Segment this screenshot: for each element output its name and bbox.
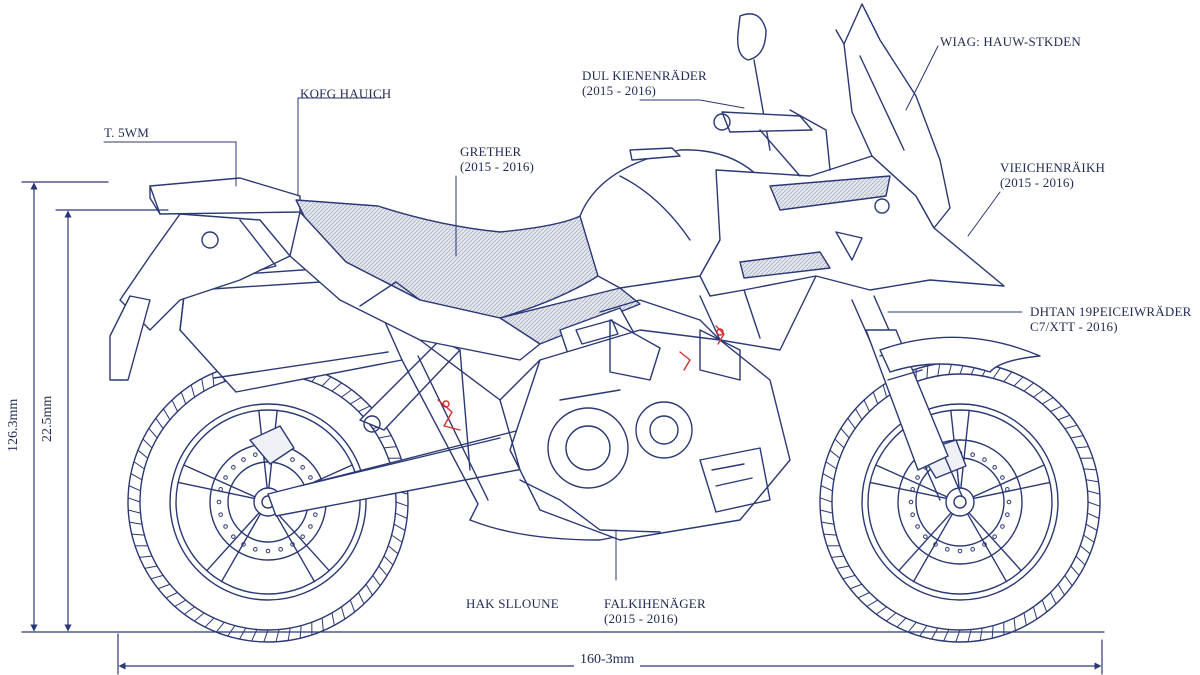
engine [509,299,791,541]
mirror [737,13,771,151]
seat-label-line1: GRETHER [460,144,522,159]
engine-label: FALKIHENÄGER (2015 - 2016) [604,596,706,626]
windscreen [835,3,951,229]
rear-rack [109,177,301,381]
handlebar-label: DUL KIENENRÄDER (2015 - 2016) [582,68,707,98]
fairing-label-line2: (2015 - 2016) [1000,175,1075,190]
seat-rear-label: KOFG HAUICH [300,86,392,101]
seat-label: GRETHER (2015 - 2016) [460,144,534,174]
fairing-label-line1: VIEICHENRÄIKH [1000,160,1106,175]
height-seat-dimension: 22.5mm [40,395,55,442]
rack-label: T. 5WM [104,125,150,140]
handlebar [713,109,831,177]
length-dimension: 160-3mm [574,652,641,668]
seat [295,199,641,345]
fork-label-line1: DHTAN 19PEICEIWRÄDER [1030,304,1192,319]
leader-lines [103,45,1023,581]
frame [419,339,541,471]
fairing-label: VIEICHENRÄIKH (2015 - 2016) [1000,160,1105,190]
handlebar-label-line2: (2015 - 2016) [582,83,657,98]
windscreen-label: WIAG: HAUW-STKDEN [940,34,1081,49]
handlebar-label-line1: DUL KIENENRÄDER [582,68,707,83]
fork-label-line2: C7/XTT - 2016) [1030,319,1118,334]
exhaust-label: HAK SLLOUNE [466,596,559,611]
height-total-dimension: 126.3mm [6,398,21,452]
rear-wheel [127,361,409,643]
engine-details-red [437,325,725,431]
engine-label-line2: (2015 - 2016) [604,611,679,626]
seat-label-line2: (2015 - 2016) [460,159,535,174]
front-wheel [819,361,1101,643]
front-fork [851,295,1041,501]
front-fairing [699,155,1005,351]
engine-label-line1: FALKIHENÄGER [604,596,706,611]
fork-label: DHTAN 19PEICEIWRÄDER C7/XTT - 2016) [1030,304,1191,334]
